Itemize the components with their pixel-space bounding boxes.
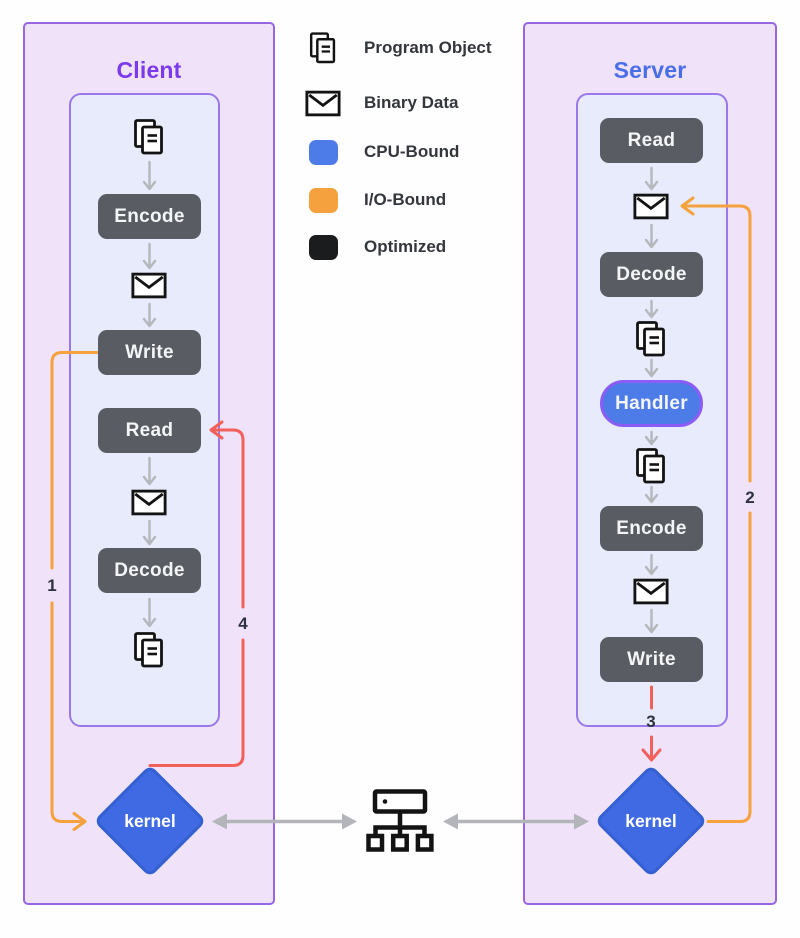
client-encode-node: Encode (98, 194, 201, 239)
binary-data-icon (131, 272, 167, 299)
program-object-icon (635, 320, 667, 358)
program-object-icon (133, 118, 165, 156)
server-write-node: Write (600, 637, 703, 682)
network-switch-icon (366, 789, 434, 852)
step-label-3: 3 (646, 712, 656, 731)
step-label-2: 2 (745, 488, 755, 507)
legend-label: Binary Data (364, 93, 459, 112)
step-label-4: 4 (238, 614, 248, 633)
legend-item-binary-data: Binary Data (302, 84, 458, 122)
io-bound-swatch (308, 187, 338, 213)
client-title: Client (116, 57, 182, 83)
legend-label: CPU-Bound (364, 142, 460, 161)
client-kernel-label: kernel (124, 811, 176, 831)
server-handler-node: Handler (600, 380, 703, 427)
server-title: Server (613, 57, 687, 83)
legend-label: Optimized (364, 237, 447, 256)
legend-item-optimized: Optimized (302, 228, 446, 266)
program-object-icon (635, 447, 667, 485)
server-encode-node: Encode (600, 506, 703, 551)
client-write-node: Write (98, 330, 201, 375)
client-decode-node: Decode (98, 548, 201, 593)
legend-label: Program Object (364, 38, 492, 57)
binary-data-icon (633, 193, 669, 220)
legend-item-io-bound: I/O-Bound (302, 181, 446, 219)
cpu-bound-swatch (308, 139, 338, 165)
binary-data-icon (131, 489, 167, 516)
server-kernel-label: kernel (625, 811, 677, 831)
program-object-icon (309, 31, 337, 65)
legend-label: I/O-Bound (364, 190, 447, 209)
binary-data-icon (633, 578, 669, 605)
client-read-node: Read (98, 408, 201, 453)
legend-item-program-object: Program Object (302, 29, 492, 67)
optimized-swatch (308, 234, 338, 260)
step-label-1: 1 (47, 576, 57, 595)
program-object-icon (133, 631, 165, 669)
legend-item-cpu-bound: CPU-Bound (302, 133, 459, 171)
binary-data-icon (305, 90, 341, 117)
server-decode-node: Decode (600, 252, 703, 297)
server-read-node: Read (600, 118, 703, 163)
